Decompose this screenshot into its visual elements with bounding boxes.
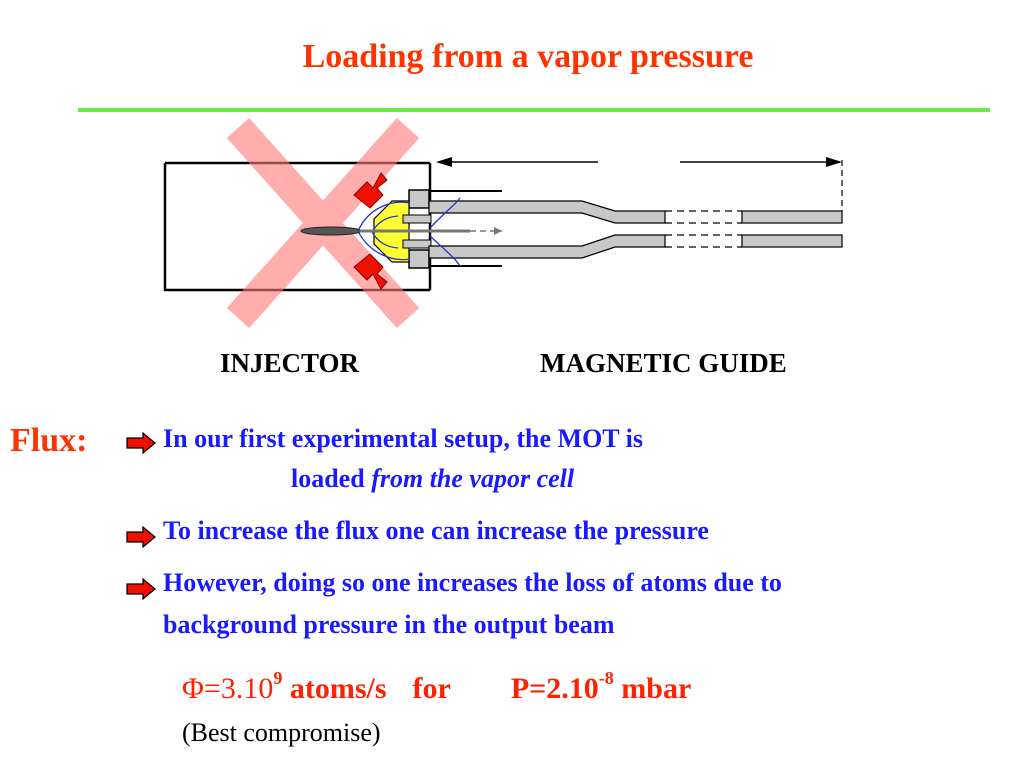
guide-end-bottom: [741, 234, 843, 248]
bullet-2: To increase the flux one can increase th…: [163, 516, 709, 545]
magnetic-guide-label: MAGNETIC GUIDE: [540, 348, 787, 378]
pressure-exponent: -8: [598, 668, 614, 688]
page-title: Loading from a vapor pressure: [302, 38, 754, 75]
best-compromise-note: (Best compromise): [182, 718, 381, 747]
bullet-arrow-icon: [126, 526, 156, 548]
title-divider: [78, 108, 990, 112]
pressure-unit: mbar: [613, 672, 692, 705]
bullet-arrow-icon: [126, 578, 156, 600]
guide-end-top: [741, 210, 843, 224]
injector-label: INJECTOR: [220, 348, 360, 378]
bullet-1-plain: loaded: [291, 464, 372, 493]
laser-arrow-top: [353, 172, 388, 209]
phi-unit: atoms/s: [282, 672, 387, 705]
flux-heading: Flux:: [10, 422, 88, 459]
bullet-3-line-2: background pressure in the output beam: [163, 610, 615, 639]
laser-arrow-bottom: [353, 253, 388, 290]
injector-flange-top: [408, 189, 430, 209]
bullet-1-line-1: In our first experimental setup, the MOT…: [163, 424, 644, 453]
bullet-1-line-2: loaded from the vapor cell: [291, 464, 574, 494]
flux-formula: Φ=3.109 atoms/s for P=2.10-8 mbar: [182, 668, 691, 706]
pressure-value: P=2.10: [510, 672, 599, 705]
phi-exponent: 9: [273, 668, 283, 688]
guide-tube-bottom: [428, 234, 666, 259]
injector-flange-bottom: [408, 249, 430, 269]
bullet-1-italic: from the vapor cell: [371, 464, 575, 493]
atom-cloud: [300, 226, 362, 236]
guide-tube-top: [428, 200, 666, 224]
phi-value: Φ=3.10: [182, 672, 274, 705]
formula-for: for: [412, 672, 451, 705]
field-lines: [357, 197, 461, 267]
bullet-3-line-1: However, doing so one increases the loss…: [163, 568, 782, 597]
bullet-arrow-icon: [126, 432, 156, 454]
